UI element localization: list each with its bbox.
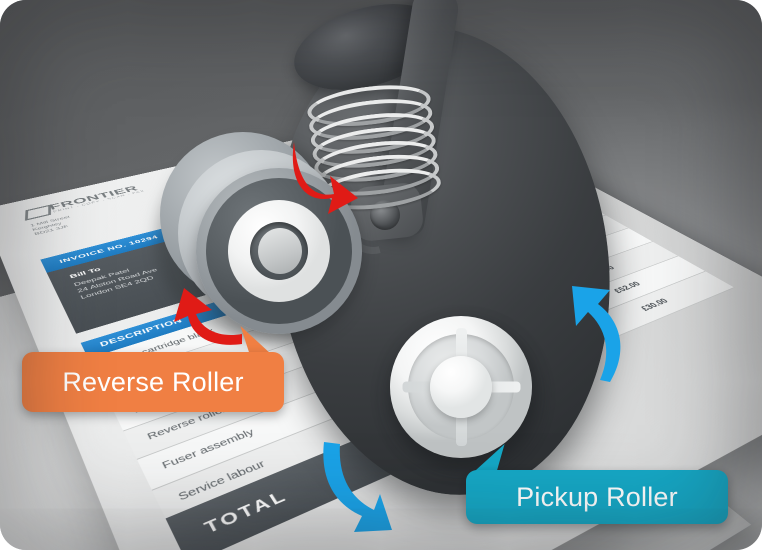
illustration-canvas: FRONTIER PRINT . COPY . SCAN . FAX 1 Mil… <box>0 0 762 550</box>
vignette-overlay <box>0 0 762 550</box>
